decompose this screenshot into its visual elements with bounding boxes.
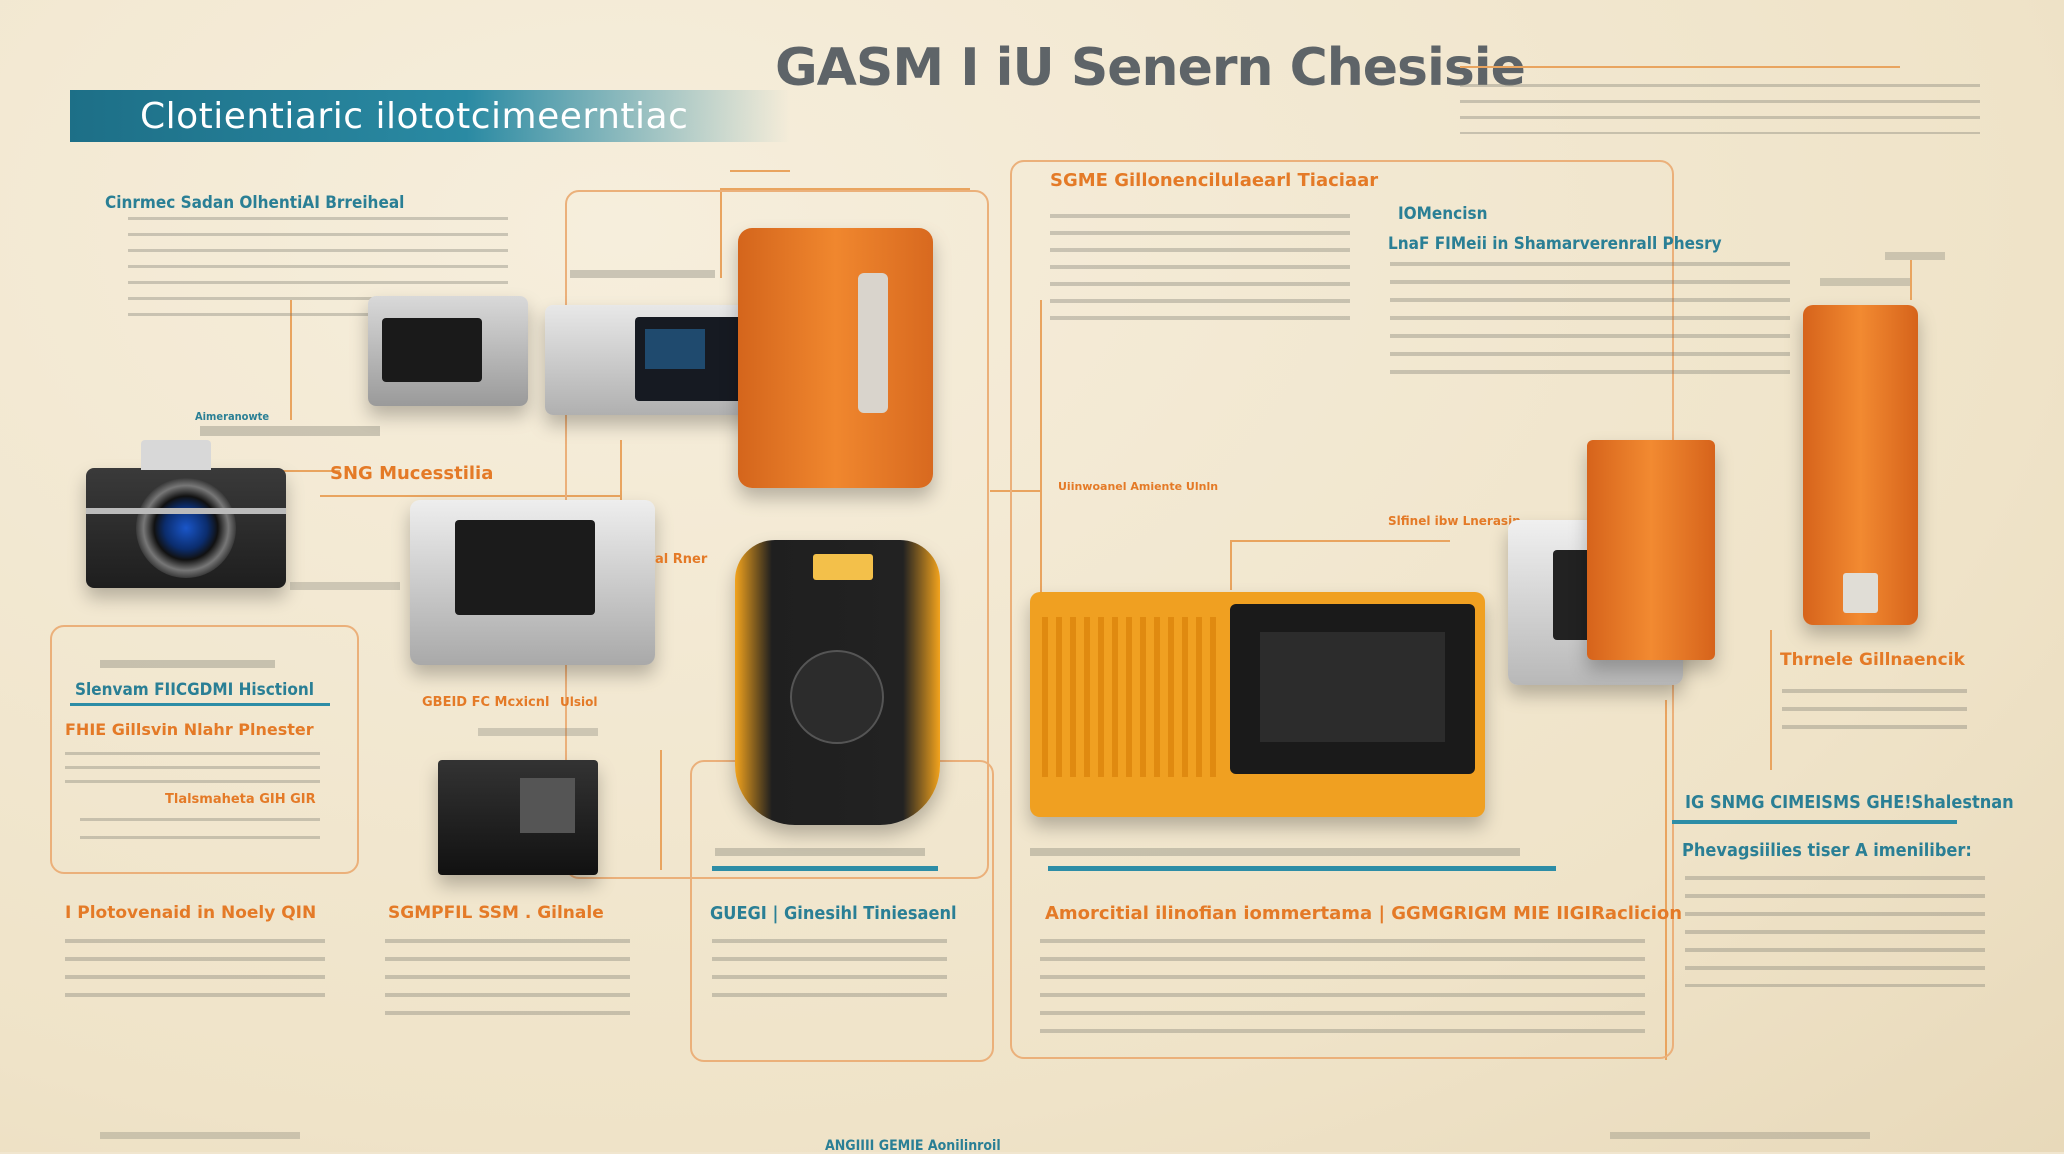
paragraph: [100, 660, 275, 668]
paragraph: [1820, 278, 1910, 286]
display-panel: [645, 329, 705, 369]
section-heading: SNG Mucesstilia: [330, 463, 494, 484]
section-heading: GBEID FC Mcxicnl: [422, 695, 550, 710]
paragraph: [65, 748, 320, 788]
subtitle-banner: Clotientiaric ilototcimeerntiac: [70, 90, 790, 142]
paragraph: [1390, 258, 1790, 388]
paragraph: [385, 935, 630, 1020]
section-heading: IOMencisn: [1398, 204, 1488, 224]
footer-paragraph: [1610, 1132, 1870, 1139]
microwave-small-image: [368, 296, 528, 406]
section-heading: Tlalsmaheta GIH GIR: [165, 792, 316, 807]
panel: [520, 778, 575, 833]
vent-grille: [1042, 617, 1217, 777]
connector-line: [1665, 700, 1667, 1060]
camera-top: [141, 440, 211, 470]
section-heading: SGME Gillonencilulaearl Tiaciaar: [1050, 170, 1379, 191]
footer-paragraph: [100, 1132, 300, 1139]
paragraph: [80, 812, 320, 842]
device-display: [813, 554, 873, 580]
section-heading: IG SNMG CIMEISMS GHE!Shalestnan: [1685, 792, 2014, 813]
header-paragraph: [1460, 74, 1980, 134]
connector-line: [290, 300, 292, 420]
paragraph: [1050, 210, 1350, 325]
connector-line: [1770, 630, 1772, 770]
section-heading: LnaF FIMeii in Shamarverenrall Phesry: [1388, 234, 1722, 254]
orange-oven-image: [1030, 592, 1485, 817]
paragraph: [290, 582, 400, 590]
section-heading: Amorcitial ilinofian iommertama | GGMGRI…: [1045, 903, 1683, 924]
connector-line: [1910, 260, 1912, 300]
paragraph: [1885, 252, 1945, 260]
cylinder-base: [1843, 573, 1878, 613]
device-circle: [790, 650, 884, 744]
section-heading: Cinrmec Sadan OlhentiAI Brreiheal: [105, 193, 405, 213]
section-label: Aimeranowte: [195, 410, 270, 423]
section-label: al Rner: [655, 552, 708, 567]
paragraph: [570, 270, 715, 278]
paragraph: [712, 935, 947, 1005]
paragraph: [1030, 848, 1520, 856]
section-heading: I Plotovenaid in Noely QIN: [65, 903, 317, 923]
orange-cylinder-image: [1587, 440, 1715, 660]
paragraph: [1040, 935, 1645, 1040]
orange-appliance-image: [738, 228, 933, 488]
section-heading: FHIE Gillsvin Nlahr Plnester: [65, 720, 314, 739]
paragraph: [478, 728, 598, 736]
connector-line: [990, 490, 1040, 492]
section-heading: GUEGI | Ginesihl Tiniesaenl: [710, 903, 957, 924]
black-box-image: [438, 760, 598, 875]
connector-line: [1230, 540, 1232, 590]
section-label: Slfinel ibw Lnerasin: [1388, 514, 1521, 528]
paragraph: [65, 935, 325, 1005]
accent-bar: [1672, 820, 1957, 824]
paragraph: [1685, 872, 1985, 987]
accent-bar: [1048, 866, 1556, 871]
section-label: Ulsiol: [560, 695, 598, 709]
microwave-screen: [455, 520, 595, 615]
accent-bar: [70, 703, 330, 706]
title-underline: [1460, 66, 1900, 68]
section-heading: Phevagsiilies tiser A imeniliber:: [1682, 840, 1972, 861]
connector-line: [720, 188, 722, 278]
connector-line: [660, 750, 662, 870]
section-heading: Slenvam FIICGDMI Hisctionl: [75, 680, 314, 700]
camera-lens-icon: [136, 478, 236, 578]
paragraph: [715, 848, 925, 856]
paragraph: [200, 426, 380, 436]
section-label: Uiinwoanel Amiente Ulnln: [1058, 480, 1219, 493]
paragraph: [1782, 685, 1967, 735]
connector-line: [320, 495, 620, 497]
microwave-window: [382, 318, 482, 382]
side-control-panel: [858, 273, 888, 413]
page-title: GASM I iU Senern Chesisie: [775, 38, 1526, 98]
section-heading: SGMPFIL SSM . Gilnale: [388, 903, 604, 923]
connector-line: [730, 170, 790, 172]
camera-strip: [86, 508, 286, 514]
connector-line: [1040, 300, 1042, 600]
section-heading: Thrnele Gillnaencik: [1780, 650, 1965, 670]
connector-line: [720, 188, 970, 190]
accent-bar: [712, 866, 938, 871]
footer-text: ANGIIII GEMIE Aonilinroil: [825, 1138, 1001, 1154]
connector-line: [280, 470, 340, 472]
orange-cylinder-tall-image: [1803, 305, 1918, 625]
black-orange-device-image: [735, 540, 940, 825]
camera-product-image: [86, 440, 286, 588]
silver-microwave-image: [410, 500, 655, 665]
banner-text: Clotientiaric ilototcimeerntiac: [140, 96, 689, 137]
connector-line: [1230, 540, 1450, 542]
frame-left-bottom: [50, 625, 359, 874]
oven-screen-inner: [1260, 632, 1445, 742]
